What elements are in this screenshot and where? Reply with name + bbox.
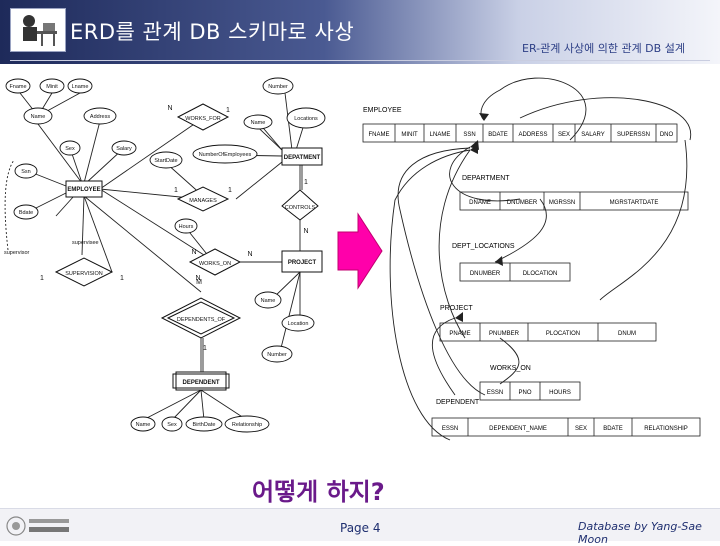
schema-row-employee — [362, 123, 678, 143]
schema-table-name-project: PROJECT — [440, 305, 473, 312]
page-number: Page 4 — [340, 521, 381, 535]
er-attribute-number: Number — [268, 84, 288, 90]
schema-column-sex: SEX — [558, 132, 570, 138]
er-attribute-name: Name — [261, 298, 276, 304]
schema-table-name-dependent: DEPENDENT — [436, 399, 480, 406]
er-attribute-salary: Salary — [116, 146, 132, 152]
er-cardinality: 1 — [228, 187, 232, 194]
header-bar: ERD를 관계 DB 스키마로 사상 ER-관계 사상에 의한 관계 DB 설계 — [0, 0, 720, 64]
er-attribute-numberofemployees: NumberOfEmployees — [199, 152, 252, 158]
schema-column-relationship: RELATIONSHIP — [644, 426, 688, 432]
schema-column-address: ADDRESS — [518, 132, 547, 138]
schema-table-name-department: DEPARTMENT — [462, 175, 510, 182]
er-relationship-works_for: WORKS_FOR — [185, 116, 220, 122]
er-diagram: EMPLOYEE DEPATMENT PROJECT DEPENDENT WORKS_F… — [4, 77, 326, 433]
er-cardinality: N — [191, 249, 196, 256]
schema-column-pnumber: PNUMBER — [489, 331, 520, 337]
schema-row-project — [439, 322, 657, 342]
footer-bar: Page 4 Database by Yang-Sae Moon — [0, 508, 720, 546]
er-entity-depatment: DEPATMENT — [284, 155, 321, 161]
er-relationship-works_on: WORKS_ON — [199, 261, 231, 267]
er-attribute-ssn: Ssn — [21, 169, 30, 175]
er-cardinality: N — [303, 228, 308, 235]
er-entity-employee: EMPLOYEE — [67, 187, 100, 193]
er-cardinality: 1 — [203, 345, 207, 352]
er-cardinality: N — [247, 251, 252, 258]
er-attribute-name: Name — [31, 114, 46, 120]
schema-column-dnumber: DNUMBER — [507, 200, 538, 206]
relational-schema: EMPLOYEE FNAME MINIT LNAME SSN BDATE ADDRESS SE… — [362, 77, 701, 441]
er-attribute-fname: Fname — [9, 84, 26, 90]
header-divider — [10, 60, 710, 61]
schema-column-dname: DNAME — [469, 200, 491, 206]
schema-row-works_on — [479, 381, 581, 401]
er-cardinality: M — [196, 279, 202, 286]
schema-column-mgrstartdate: MGRSTARTDATE — [610, 200, 659, 206]
schema-column-superssn: SUPERSSN — [617, 132, 650, 138]
er-relationship-dependents_of: DEPENDENTS_OF — [177, 317, 226, 323]
schema-column-salary: SALARY — [581, 132, 605, 138]
er-attribute-name: Name — [251, 120, 266, 126]
schema-column-ssn: SSN — [463, 132, 475, 138]
schema-table-name-employee: EMPLOYEE — [363, 107, 402, 114]
schema-column-dependent_name: DEPENDENT_NAME — [489, 426, 547, 432]
schema-column-sex: SEX — [575, 426, 587, 432]
er-entity-dependent: DEPENDENT — [182, 380, 219, 386]
er-attribute-name: Name — [136, 422, 151, 428]
er-attribute-location: Location — [288, 321, 309, 327]
er-relationship-supervision: SUPERVISION — [65, 271, 103, 277]
schema-column-mgrssn: MGRSSN — [549, 200, 575, 206]
author-credit: Database by Yang-Sae Moon — [578, 520, 702, 546]
er-attribute-lname: Lname — [72, 84, 89, 90]
schema-column-bdate: BDATE — [488, 132, 508, 138]
er-attribute-startdate: StartDate — [154, 158, 177, 164]
er-attribute-sex: Sex — [65, 146, 75, 152]
schema-column-pname: PNAME — [449, 331, 470, 337]
schema-column-dno: DNO — [660, 132, 674, 138]
er-entity-project: PROJECT — [288, 260, 317, 266]
er-attribute-birthdate: BirthDate — [193, 422, 216, 428]
schema-row-department — [459, 191, 689, 211]
schema-column-fname: FNAME — [369, 132, 390, 138]
er-cardinality: N — [167, 105, 172, 112]
transform-arrow — [337, 212, 383, 290]
schema-column-plocation: PLOCATION — [546, 331, 580, 337]
schema-column-pno: PNO — [518, 390, 531, 396]
schema-column-essn: ESSN — [487, 390, 503, 396]
schema-column-dnumber: DNUMBER — [470, 271, 501, 277]
schema-column-dlocation: DLOCATION — [523, 271, 558, 277]
er-cardinality: 1 — [174, 187, 178, 194]
schema-column-hours: HOURS — [549, 390, 571, 396]
er-cardinality: 1 — [226, 107, 230, 114]
schema-table-name-works_on: WORKS_ON — [490, 365, 531, 372]
university-logo — [6, 515, 72, 541]
er-cardinality: 1 — [120, 275, 124, 282]
er-cardinality: N — [195, 275, 200, 282]
er-attribute-sex: Sex — [167, 422, 177, 428]
schema-column-dnum: DNUM — [618, 331, 636, 337]
er-attribute-number: Number — [267, 352, 287, 358]
er-cardinality: 1 — [304, 179, 308, 186]
presenter-logo — [10, 8, 66, 52]
schema-column-lname: LNAME — [430, 132, 451, 138]
er-role-supervisor: supervisor — [4, 250, 30, 256]
schema-table-name-dept_locations: DEPT_LOCATIONS — [452, 243, 515, 250]
er-role-supervisee: supervisee — [72, 240, 99, 246]
schema-column-bdate: BDATE — [603, 426, 623, 432]
er-cardinality: 1 — [40, 275, 44, 282]
page-subtitle: ER-관계 사상에 의한 관계 DB 설계 — [522, 42, 685, 55]
er-attribute-address: Address — [90, 114, 110, 120]
er-attribute-hours: Hours — [179, 224, 194, 230]
er-relationship-controls: CONTROLS — [285, 205, 316, 211]
er-attribute-minit: Minit — [46, 84, 58, 90]
question-text: 어떻게 하지? — [252, 478, 385, 506]
schema-row-dept_locations — [459, 262, 571, 282]
page-title: ERD를 관계 DB 스키마로 사상 — [70, 20, 355, 44]
er-attribute-bdate: Bdate — [19, 210, 33, 216]
schema-column-minit: MINIT — [401, 132, 418, 138]
er-relationship-manages: MANAGES — [189, 198, 217, 204]
er-attribute-locations: Locations — [294, 116, 318, 122]
er-attribute-relationship: Relationship — [232, 422, 262, 428]
schema-column-essn: ESSN — [442, 426, 458, 432]
